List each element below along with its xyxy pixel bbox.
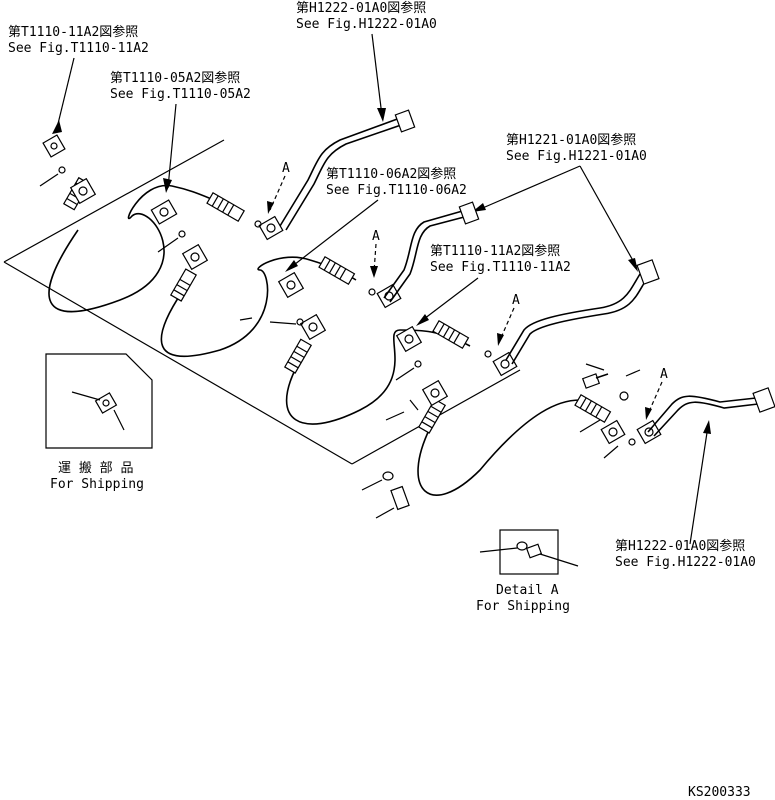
ref-label-h1221: 第H1221-01A0図参照 See Fig.H1221-01A0 <box>506 132 647 164</box>
detail-a-title: Detail A <box>496 583 559 598</box>
ref-label-t1110-06a2: 第T1110-06A2図参照 See Fig.T1110-06A2 <box>326 166 467 198</box>
tube-end-flange <box>752 387 775 413</box>
ref-jp: 第T1110-05A2図参照 <box>110 70 240 86</box>
tube-end-flange <box>636 259 660 285</box>
ref-jp: 第T1110-11A2図参照 <box>430 243 560 259</box>
flange-4 <box>181 243 209 271</box>
flange-12 <box>600 419 626 445</box>
ref-en: See Fig.T1110-11A2 <box>430 260 571 275</box>
ref-jp: 第T1110-11A2図参照 <box>8 24 138 40</box>
ref-en: See Fig.T1110-11A2 <box>8 41 149 56</box>
ref-label-t1110-11a2-mid: 第T1110-11A2図参照 See Fig.T1110-11A2 <box>430 243 571 275</box>
a-marker-2: A <box>370 229 380 278</box>
flange-3 <box>150 199 178 225</box>
flange-5 <box>258 215 284 241</box>
flange-7 <box>299 313 327 341</box>
small-parts <box>39 166 641 519</box>
tube-h1222-top <box>279 117 405 231</box>
flange-8 <box>376 283 402 309</box>
a-marker-4: A <box>645 367 668 420</box>
shipping-inset-part <box>94 392 118 414</box>
tube-end-flange <box>458 201 480 225</box>
shipping-jp: 運 搬 部 品 <box>58 461 133 476</box>
ref-jp: 第H1222-01A0図参照 <box>296 0 426 16</box>
detail-a-inset: Detail A For Shipping <box>476 529 579 614</box>
fitting-5 <box>283 338 313 374</box>
hose-2 <box>160 256 357 358</box>
a-letter: A <box>512 293 520 308</box>
detail-a-oring <box>516 541 528 551</box>
hose-1 <box>48 184 237 313</box>
ref-jp: 第T1110-06A2図参照 <box>326 166 456 182</box>
washer-2 <box>382 471 394 481</box>
tube-h1221-b <box>505 273 647 365</box>
leader-lines <box>52 33 711 545</box>
ref-en: See Fig.T1110-06A2 <box>326 183 467 198</box>
ref-label-h1222-bottom: 第H1222-01A0図参照 See Fig.H1222-01A0 <box>615 538 756 570</box>
flange-blocks <box>42 134 662 445</box>
fitting-7 <box>417 398 447 434</box>
ref-jp: 第H1222-01A0図参照 <box>615 538 745 554</box>
hoses <box>48 184 581 496</box>
ref-en: See Fig.H1222-01A0 <box>615 555 756 570</box>
hose-3 <box>285 329 471 425</box>
fitting-2 <box>206 191 245 223</box>
fitting-8 <box>574 393 612 424</box>
flange-9 <box>395 325 423 353</box>
tube-h1222-bottom <box>647 395 759 437</box>
flange-11 <box>492 351 518 377</box>
tube-h1221-a <box>383 209 469 303</box>
a-marker-1: A <box>267 161 290 214</box>
fitting-6 <box>432 319 470 350</box>
detail-a-en: For Shipping <box>476 599 570 614</box>
drawing-id: KS200333 <box>688 785 751 800</box>
shipping-inset-frame <box>45 353 153 449</box>
bolt-1 <box>581 373 609 389</box>
a-letter: A <box>372 229 380 244</box>
ref-jp: 第H1221-01A0図参照 <box>506 132 636 148</box>
a-marker-3: A <box>497 293 520 346</box>
ref-en: See Fig.T1110-05A2 <box>110 87 251 102</box>
flange-2 <box>69 177 97 205</box>
washer-1 <box>619 391 629 401</box>
flange-1 <box>42 134 66 158</box>
flange-6 <box>277 271 305 299</box>
rigid-tubes <box>279 109 775 437</box>
ref-label-t1110-05a2: 第T1110-05A2図参照 See Fig.T1110-05A2 <box>110 70 251 102</box>
shipping-inset: 運 搬 部 品 For Shipping <box>45 353 153 492</box>
fitting-4 <box>318 255 356 286</box>
shipping-en: For Shipping <box>50 477 144 492</box>
ref-en: See Fig.H1222-01A0 <box>296 17 437 32</box>
ref-en: See Fig.H1221-01A0 <box>506 149 647 164</box>
hose-4 <box>417 399 581 496</box>
tube-end-flange <box>394 109 416 133</box>
flange-10 <box>421 379 449 407</box>
ref-label-t1110-11a2-top: 第T1110-11A2図参照 See Fig.T1110-11A2 <box>8 24 149 56</box>
a-letter: A <box>660 367 668 382</box>
detail-a-frame <box>499 529 559 575</box>
ref-label-h1222-top: 第H1222-01A0図参照 See Fig.H1222-01A0 <box>296 0 437 32</box>
a-letter: A <box>282 161 290 176</box>
bolt-2 <box>390 485 410 511</box>
detail-a-nut <box>525 543 543 559</box>
fitting-3 <box>169 268 198 302</box>
